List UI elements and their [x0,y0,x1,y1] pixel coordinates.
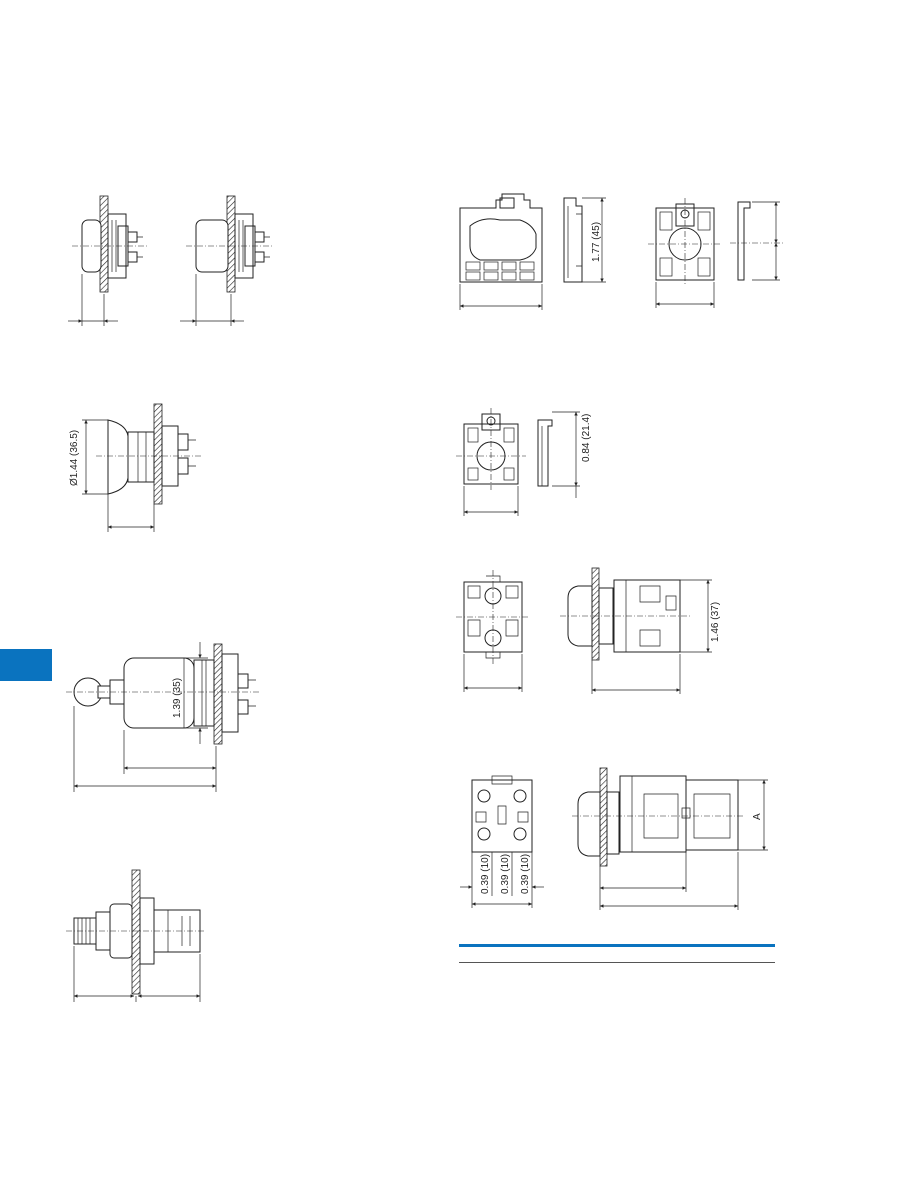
pilot-block-drawing: 1.46 (37) [456,567,721,694]
contact-spacing-1: 0.39 (10) [480,854,491,894]
flush-pushbutton-drawing [68,195,148,326]
potentiometer-drawing [66,869,206,1002]
mushroom-head-drawing: Ø1.44 (36.5) [69,403,202,532]
contact-spacing-2: 0.39 (10) [500,854,511,894]
adapter-height-label: 0.84 (21.4) [581,414,592,462]
key-switch-drawing: 1.39 (35) [66,642,260,792]
contact-block-height-label: 1.77 (45) [591,222,602,262]
extended-pushbutton-drawing [180,195,272,326]
stacked-contacts-drawing: 0.39 (10) 0.39 (10) 0.39 (10) A [460,767,768,910]
mushroom-diameter-label: Ø1.44 (36.5) [69,430,80,486]
pilot-block-height-label: 1.46 (37) [710,602,721,642]
key-switch-height-label: 1.39 (35) [172,678,183,718]
stack-height-label: A [752,813,763,820]
thin-rule [459,962,775,963]
small-adapter-drawing: 0.84 (21.4) [456,408,592,516]
section-tab [0,649,52,681]
contact-block-drawing: 1.77 (45) [459,193,606,310]
contact-spacing-3: 0.39 (10) [520,854,531,894]
blue-rule [459,944,775,947]
mounting-adapter-drawing [648,198,784,308]
